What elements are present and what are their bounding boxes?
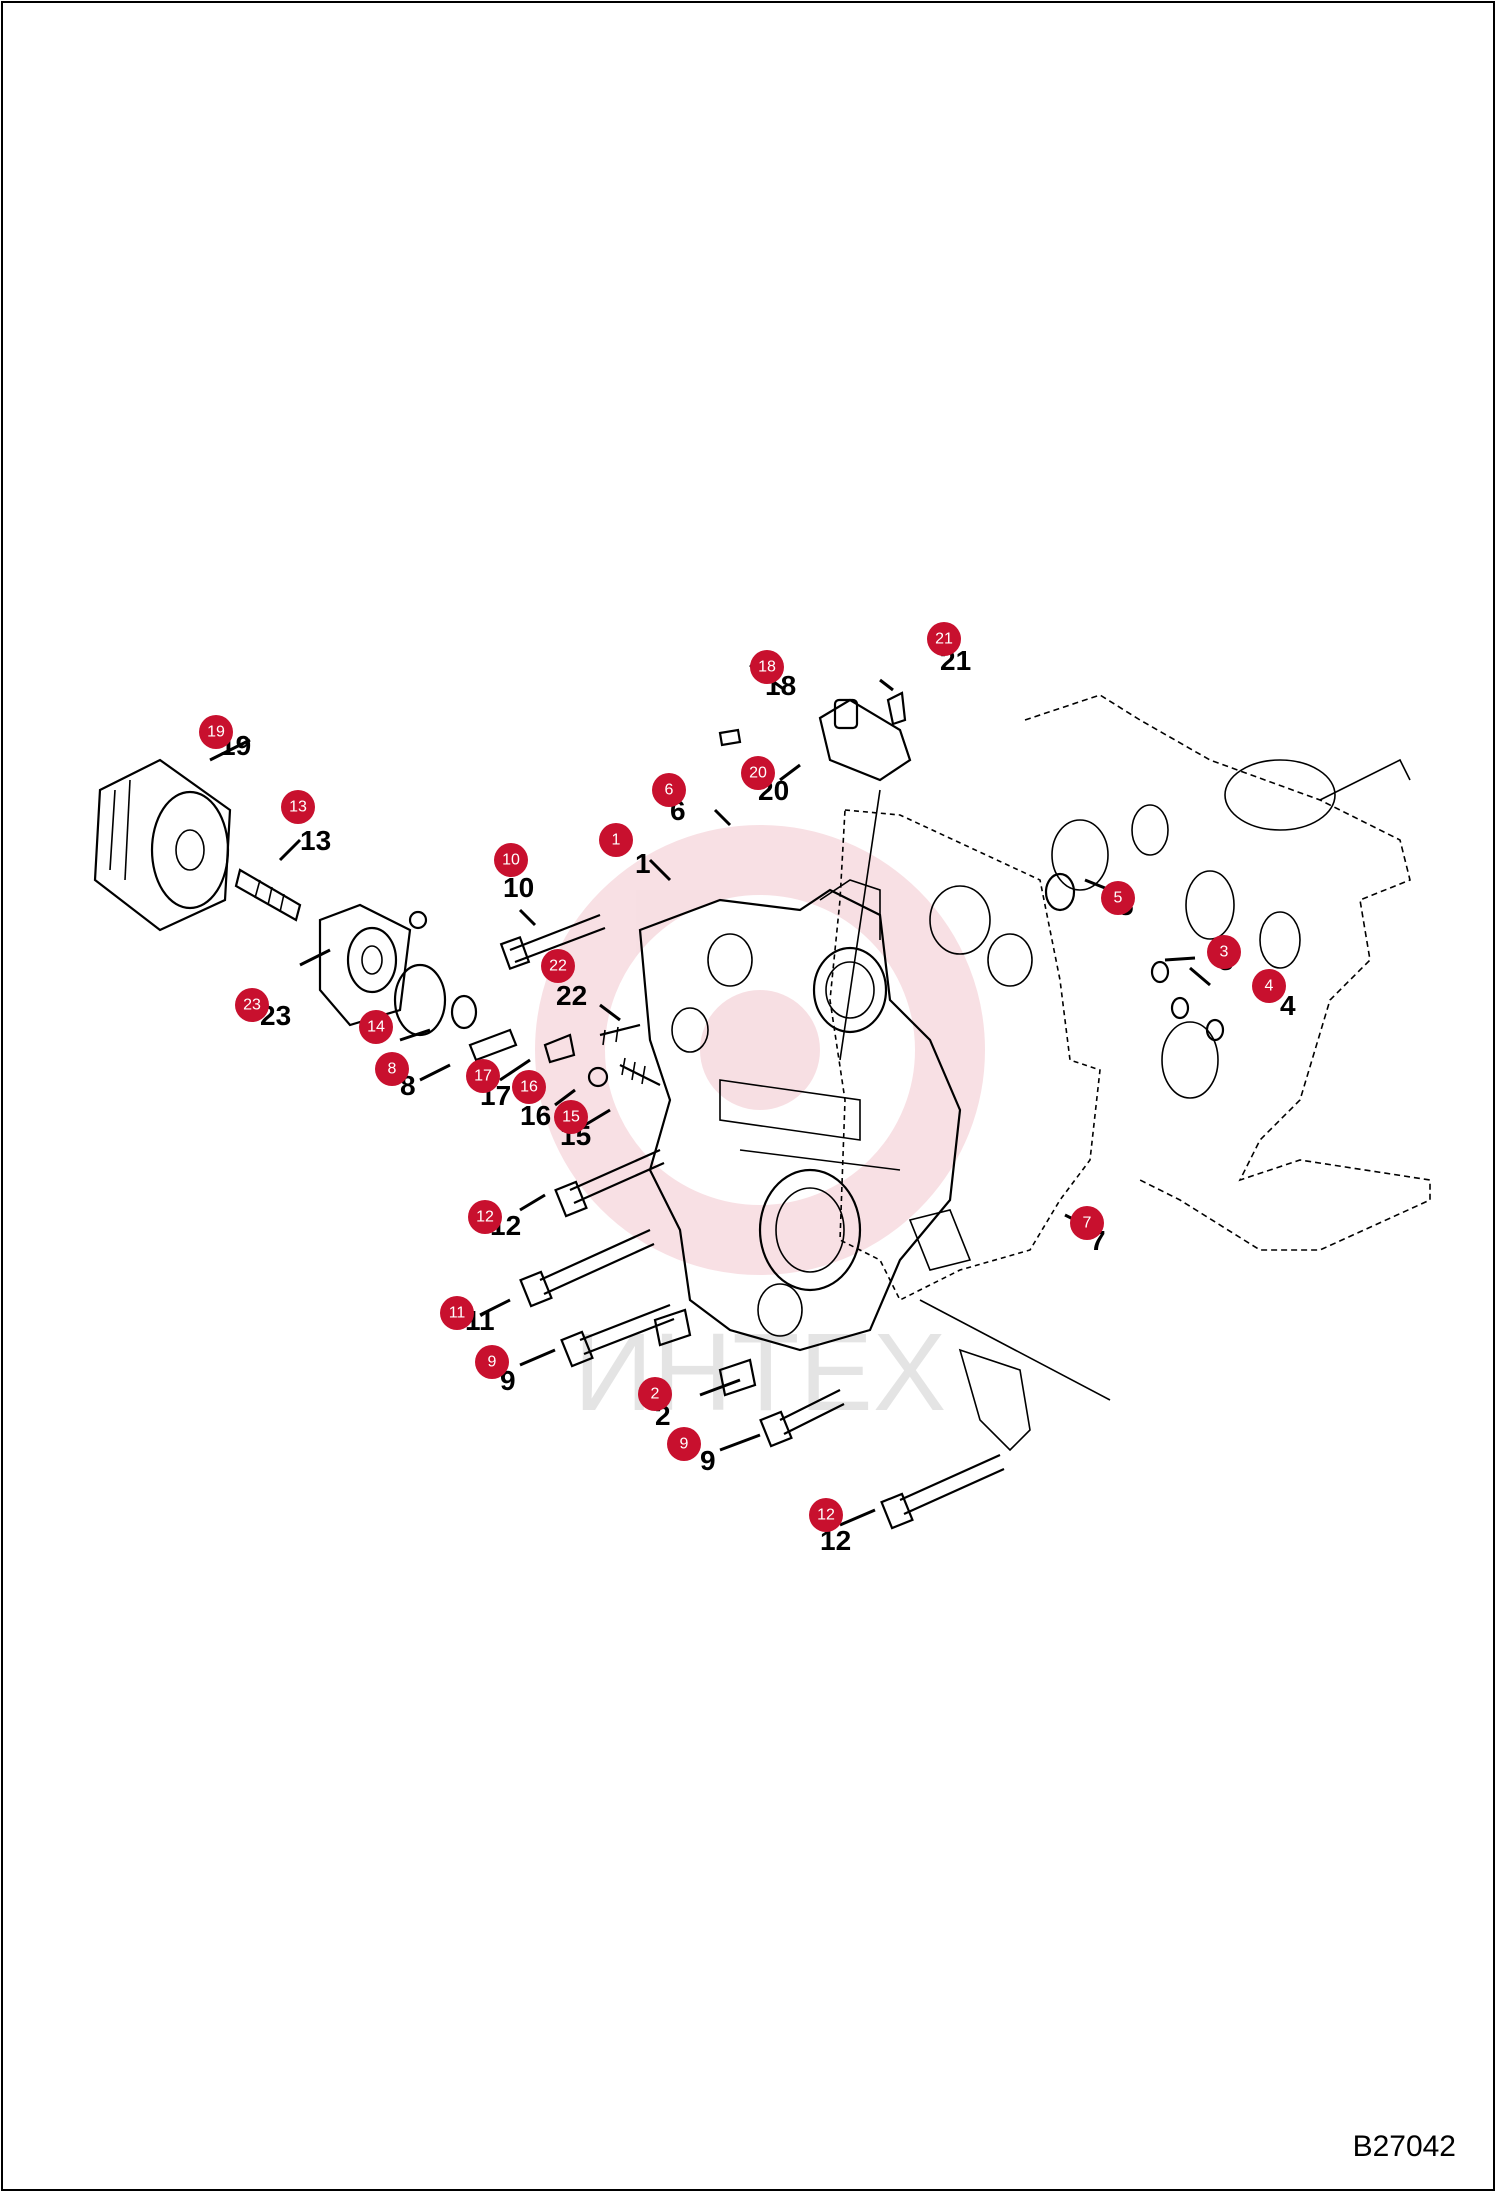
callout-11[interactable]: 11 (440, 1296, 474, 1330)
svg-text:10: 10 (502, 852, 520, 869)
svg-text:9: 9 (488, 1354, 497, 1371)
bolts (499, 913, 1111, 1530)
svg-text:16: 16 (520, 1079, 538, 1096)
part-number-13: 13 (300, 825, 331, 856)
svg-text:22: 22 (549, 958, 567, 975)
svg-text:5: 5 (1114, 890, 1123, 907)
svg-text:1: 1 (612, 832, 621, 849)
svg-text:14: 14 (367, 1019, 385, 1036)
svg-text:11: 11 (449, 1305, 466, 1322)
svg-text:17: 17 (474, 1068, 492, 1085)
callout-14[interactable]: 14 (359, 1010, 393, 1044)
callout-8[interactable]: 8 (375, 1052, 409, 1086)
engine-block (929, 694, 1431, 1251)
callout-18[interactable]: 18 (750, 650, 784, 684)
relief-valve-parts (393, 963, 661, 1088)
svg-text:18: 18 (758, 659, 776, 676)
svg-text:12: 12 (476, 1209, 494, 1226)
callout-12b[interactable]: 12 (809, 1498, 843, 1532)
callout-20[interactable]: 21 (927, 622, 961, 656)
callout-9b[interactable]: 9 (667, 1427, 701, 1461)
part-number-21: 22 (556, 980, 587, 1011)
part-number-16: 16 (520, 1100, 551, 1131)
watermark-logo (535, 825, 985, 1275)
callout-23[interactable]: 23 (235, 988, 269, 1022)
callout-4[interactable]: 4 (1252, 969, 1286, 1003)
filter-stud (234, 868, 302, 922)
part-number-4: 4 (1280, 990, 1296, 1021)
svg-text:7: 7 (1083, 1215, 1092, 1232)
watermark-text: ИНТЕХ (574, 1311, 946, 1434)
callout-22[interactable]: 19 (199, 715, 233, 749)
part-number-10: 10 (503, 872, 534, 903)
callout-1[interactable]: 1 (599, 823, 633, 857)
svg-text:19: 19 (207, 724, 225, 741)
callout-7[interactable]: 7 (1070, 1206, 1104, 1240)
part-number-9b: 9 (700, 1445, 716, 1476)
svg-text:23: 23 (243, 997, 261, 1014)
thermostat-housing (818, 691, 912, 1061)
svg-text:15: 15 (562, 1109, 580, 1126)
svg-text:8: 8 (388, 1061, 397, 1078)
callout-10[interactable]: 10 (494, 843, 528, 877)
callout-21[interactable]: 22 (541, 949, 575, 983)
svg-text:9: 9 (680, 1436, 689, 1453)
callout-12a[interactable]: 12 (468, 1200, 502, 1234)
svg-text:20: 20 (749, 765, 767, 782)
callout-19[interactable]: 20 (741, 756, 775, 790)
leader-lines (209, 663, 1211, 1527)
part-number-1: 1 (635, 848, 651, 879)
svg-text:6: 6 (665, 782, 674, 799)
callout-17[interactable]: 17 (466, 1059, 500, 1093)
callout-16[interactable]: 16 (512, 1070, 546, 1104)
figure-reference: B27042 (1352, 2130, 1456, 2163)
gasket (829, 809, 1101, 1302)
oil-filter (93, 758, 232, 932)
callout-3[interactable]: 3 (1207, 935, 1241, 969)
svg-text:4: 4 (1265, 978, 1274, 995)
callout-bubbles: 19 13 23 14 8 17 16 15 10 22 1 6 18 20 2… (199, 622, 1286, 1532)
callout-13[interactable]: 13 (281, 790, 315, 824)
callout-5[interactable]: 5 (1101, 881, 1135, 915)
o-rings (718, 728, 1225, 1042)
callout-2[interactable]: 2 (638, 1377, 672, 1411)
svg-text:3: 3 (1220, 944, 1229, 961)
filter-bracket (318, 903, 428, 1027)
svg-text:12: 12 (817, 1507, 835, 1524)
svg-text:21: 21 (935, 631, 953, 648)
callout-6[interactable]: 6 (652, 773, 686, 807)
svg-text:13: 13 (289, 799, 307, 816)
svg-text:2: 2 (651, 1386, 660, 1403)
callout-9a[interactable]: 9 (475, 1345, 509, 1379)
callout-15[interactable]: 15 (554, 1100, 588, 1134)
